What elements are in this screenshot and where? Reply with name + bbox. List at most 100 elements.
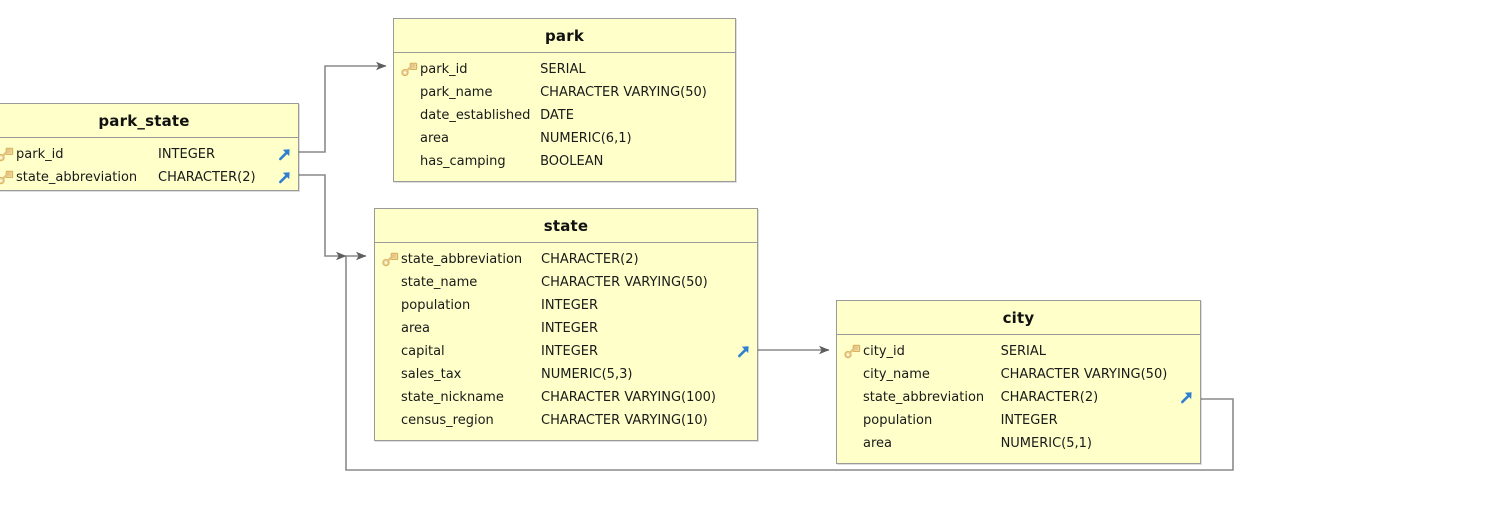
column-name: population <box>863 413 933 428</box>
column-name: census_region <box>401 413 494 428</box>
column-row[interactable]: area NUMERIC(6,1) <box>394 127 735 150</box>
entity-title-city: city <box>837 301 1200 335</box>
column-datatype: NUMERIC(6,1) <box>540 131 632 146</box>
key-slot-empty <box>400 81 420 104</box>
column-name: park_id <box>16 147 64 162</box>
column-name: date_established <box>420 108 531 123</box>
entity-columns-park: park_id SERIAL park_name CHARACTER VARYING(… <box>394 53 735 180</box>
column-row[interactable]: state_name CHARACTER VARYING(50) <box>375 271 757 294</box>
column-name: state_abbreviation <box>863 390 985 405</box>
column-row[interactable]: park_name CHARACTER VARYING(50) <box>394 81 735 104</box>
column-row[interactable]: has_camping BOOLEAN <box>394 150 735 173</box>
foreign-key-arrow-icon <box>1181 392 1192 404</box>
column-datatype: INTEGER <box>158 147 216 162</box>
relationship-line-park_state-state_abbreviation-to-state <box>299 174 367 261</box>
fk-indicator[interactable] <box>1179 386 1194 409</box>
fk-indicator[interactable] <box>736 340 751 363</box>
pk-key-slot <box>0 143 16 166</box>
key-slot-empty <box>843 409 863 432</box>
column-row[interactable]: capital INTEGER <box>375 340 757 363</box>
column-row[interactable]: area NUMERIC(5,1) <box>837 432 1200 455</box>
column-name: city_id <box>863 344 905 359</box>
column-datatype: CHARACTER VARYING(10) <box>541 413 708 428</box>
primary-key-icon <box>0 170 14 185</box>
column-row[interactable]: park_id INTEGER <box>0 143 298 166</box>
entity-table-park_state[interactable]: park_state park_id INTEGER state_abbreviati… <box>0 103 299 191</box>
column-name: park_name <box>420 85 493 100</box>
foreign-key-arrow-icon <box>279 172 290 184</box>
pk-key-slot <box>0 166 16 189</box>
entity-title-state: state <box>375 209 757 243</box>
foreign-key-arrow-icon <box>738 346 749 358</box>
column-datatype: SERIAL <box>540 62 586 77</box>
pk-key-slot <box>843 340 863 363</box>
column-name: area <box>420 131 449 146</box>
column-name: has_camping <box>420 154 506 169</box>
column-datatype: CHARACTER(2) <box>158 170 256 185</box>
column-datatype: INTEGER <box>541 298 599 313</box>
pk-key-slot <box>400 58 420 81</box>
column-row[interactable]: date_established DATE <box>394 104 735 127</box>
column-row[interactable]: state_abbreviation CHARACTER(2) <box>837 386 1200 409</box>
primary-key-icon <box>382 252 399 267</box>
relationship-arrowhead <box>336 251 347 261</box>
column-name: state_nickname <box>401 390 504 405</box>
relationship-line-park_state-park_id-to-park <box>299 61 387 153</box>
column-row[interactable]: state_abbreviation CHARACTER(2) <box>0 166 298 189</box>
column-name: capital <box>401 344 445 359</box>
foreign-key-arrow-icon <box>279 149 290 161</box>
entity-title-park_state: park_state <box>0 104 298 138</box>
key-slot-empty <box>843 363 863 386</box>
column-name: state_abbreviation <box>401 252 523 267</box>
primary-key-icon <box>0 147 14 162</box>
key-slot-empty <box>381 409 401 432</box>
column-name: city_name <box>863 367 930 382</box>
column-datatype: CHARACTER(2) <box>1000 390 1099 405</box>
column-row[interactable]: park_id SERIAL <box>394 58 735 81</box>
key-slot-empty <box>381 317 401 340</box>
column-name: state_name <box>401 275 478 290</box>
column-datatype: INTEGER <box>541 344 599 359</box>
primary-key-icon <box>844 344 861 359</box>
key-slot-empty <box>843 432 863 455</box>
fk-indicator[interactable] <box>277 143 292 166</box>
column-datatype: CHARACTER VARYING(50) <box>541 275 708 290</box>
column-datatype: DATE <box>540 108 574 123</box>
column-datatype: CHARACTER VARYING(100) <box>541 390 716 405</box>
primary-key-icon <box>401 62 418 77</box>
entity-columns-city: city_id SERIAL city_name CHARACTER VARYING(… <box>837 335 1200 462</box>
column-datatype: CHARACTER VARYING(50) <box>540 85 707 100</box>
column-datatype: INTEGER <box>541 321 599 336</box>
column-row[interactable]: census_region CHARACTER VARYING(10) <box>375 409 757 432</box>
key-slot-empty <box>400 127 420 150</box>
column-datatype: SERIAL <box>1000 344 1047 359</box>
entity-table-city[interactable]: city city_id SERIAL city_name CHARACTER VARY… <box>836 300 1201 464</box>
column-name: state_abbreviation <box>16 170 138 185</box>
column-datatype: BOOLEAN <box>540 154 604 169</box>
column-datatype: NUMERIC(5,3) <box>541 367 633 382</box>
fk-indicator[interactable] <box>277 166 292 189</box>
entity-columns-park_state: park_id INTEGER state_abbreviation CHARACTE… <box>0 138 298 196</box>
key-slot-empty <box>381 340 401 363</box>
column-datatype: CHARACTER VARYING(50) <box>1000 367 1168 382</box>
column-row[interactable]: city_id SERIAL <box>837 340 1200 363</box>
column-name: area <box>863 436 892 451</box>
key-slot-empty <box>381 271 401 294</box>
key-slot-empty <box>400 104 420 127</box>
column-row[interactable]: state_nickname CHARACTER VARYING(100) <box>375 386 757 409</box>
key-slot-empty <box>400 150 420 173</box>
column-datatype: NUMERIC(5,1) <box>1000 436 1092 451</box>
key-slot-empty <box>843 386 863 409</box>
column-row[interactable]: city_name CHARACTER VARYING(50) <box>837 363 1200 386</box>
column-name: park_id <box>420 62 468 77</box>
key-slot-empty <box>381 294 401 317</box>
key-slot-empty <box>381 386 401 409</box>
